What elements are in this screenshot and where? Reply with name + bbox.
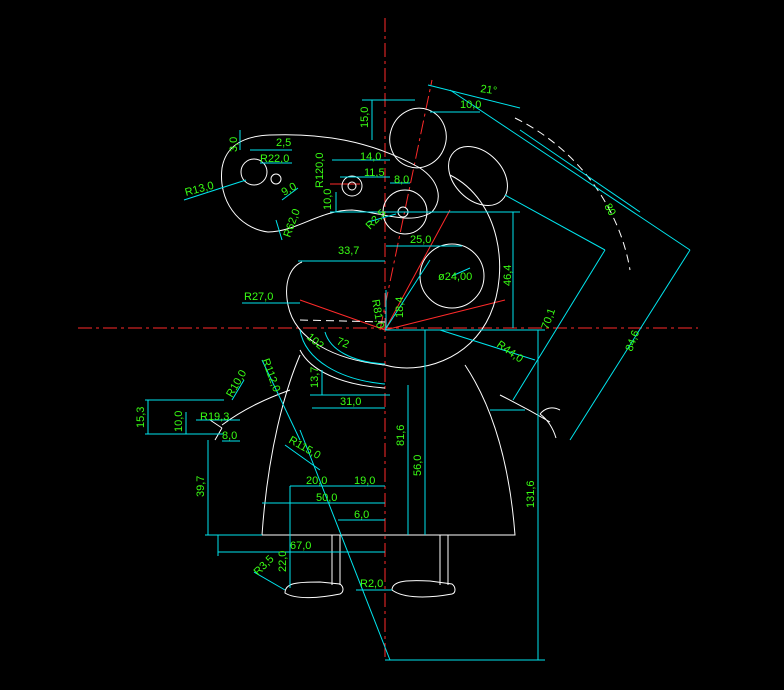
label-r120: R120,0 (314, 153, 326, 188)
dim-9 (281, 187, 299, 201)
dim-r112 (261, 359, 301, 441)
ear-back (448, 146, 508, 206)
nostril-outer (341, 175, 363, 197)
dim-70-1 (512, 249, 606, 401)
head-left-arc (286, 261, 386, 366)
label-8b: 8,0 (222, 430, 237, 442)
label-72: 72 (335, 336, 351, 351)
label-r27: R27,0 (244, 291, 273, 303)
dimension-labels: 21° 10,0 15,0 3,0 2,5 R22,0 R120,0 14,0 … (135, 83, 642, 590)
label-10-mid: 10,0 (322, 189, 334, 210)
label-8a: 8,0 (394, 174, 409, 186)
dim-ext-70-top (504, 194, 606, 251)
label-46-4: 46,4 (502, 265, 514, 286)
dim-ext-head (384, 259, 431, 331)
label-31: 31,0 (340, 396, 361, 408)
label-r44: R44,0 (494, 339, 525, 366)
centerlines (78, 18, 698, 660)
dim-21deg (427, 84, 521, 109)
dress-outline (261, 354, 516, 536)
dim-ext-84-top (449, 89, 691, 251)
arm-right (499, 394, 561, 439)
dim-r2-5 (367, 213, 397, 223)
label-13-7: 13,7 (309, 367, 321, 388)
pig-geometry (209, 107, 631, 599)
dim-80-leader (519, 129, 641, 213)
dim-102-arc (299, 329, 386, 385)
label-r112: R112,0 (259, 357, 282, 394)
shoe-right (391, 580, 456, 598)
mouth-dashed (299, 319, 386, 323)
label-r10: R10,0 (224, 368, 249, 399)
label-10-top: 10,0 (460, 99, 481, 111)
label-3: 3,0 (228, 137, 240, 152)
label-15-3: 15,3 (135, 407, 147, 428)
label-56: 56,0 (412, 455, 424, 476)
label-131-6: 131,6 (525, 480, 537, 508)
dim-phi24-leader (451, 267, 471, 277)
label-11-5: 11,5 (364, 167, 385, 179)
label-r2: R2,0 (360, 578, 383, 590)
hand-left (209, 419, 223, 441)
shoe-left (284, 581, 344, 599)
label-18-4: 18,4 (394, 297, 406, 318)
label-r115: R115,0 (287, 434, 323, 462)
head-radius-line (384, 209, 451, 331)
label-r13: R13,0 (184, 180, 215, 199)
dim-r62 (275, 219, 283, 241)
dim-r115-long (299, 429, 391, 661)
dim-r3-5 (253, 571, 286, 591)
ear-front (389, 107, 447, 169)
dim-r13 (183, 179, 247, 201)
label-19: 19,0 (354, 475, 375, 487)
ear-centerline (379, 79, 433, 331)
label-33-7: 33,7 (338, 245, 359, 257)
label-r62: R62,0 (282, 207, 303, 239)
label-22: 22,0 (277, 551, 289, 572)
label-50: 50,0 (316, 492, 337, 504)
label-r81: R81,0 (369, 298, 386, 329)
dim-84-6 (569, 249, 691, 441)
label-81-6: 81,6 (395, 425, 407, 446)
label-6: 6,0 (354, 509, 369, 521)
label-20: 20,0 (306, 475, 327, 487)
dimension-lines (145, 84, 691, 661)
label-84-6: 84,6 (624, 329, 643, 353)
r27-radius-line (299, 299, 386, 331)
label-14: 14,0 (360, 151, 381, 163)
head-right-arc (384, 174, 501, 369)
dim-72-arc (324, 331, 386, 365)
label-25: 25,0 (410, 234, 431, 246)
label-15: 15,0 (359, 107, 371, 128)
label-2-5: 2,5 (276, 137, 291, 149)
snout-outline (221, 134, 439, 233)
dim-r10 (231, 379, 245, 401)
ear-dashed-arc (514, 117, 631, 271)
label-phi24: ø24,00 (438, 271, 472, 283)
chin-arc (299, 349, 386, 389)
eye-radius-line (384, 299, 506, 331)
label-9: 9,0 (280, 181, 299, 199)
label-r3-5: R3,5 (252, 553, 277, 578)
label-r19-3: R19,3 (200, 411, 229, 423)
label-67: 67,0 (290, 540, 311, 552)
label-r22: R22,0 (260, 153, 289, 165)
label-70-1: 70,1 (540, 307, 559, 331)
nostril-inner (347, 181, 357, 191)
label-80: 80 (601, 202, 618, 219)
snout-circle (240, 158, 268, 186)
label-10-left: 10,0 (173, 411, 185, 432)
label-39-7: 39,7 (195, 476, 207, 497)
snout-dot (270, 173, 282, 185)
dim-r44 (439, 329, 536, 361)
label-21deg: 21° (480, 83, 498, 97)
